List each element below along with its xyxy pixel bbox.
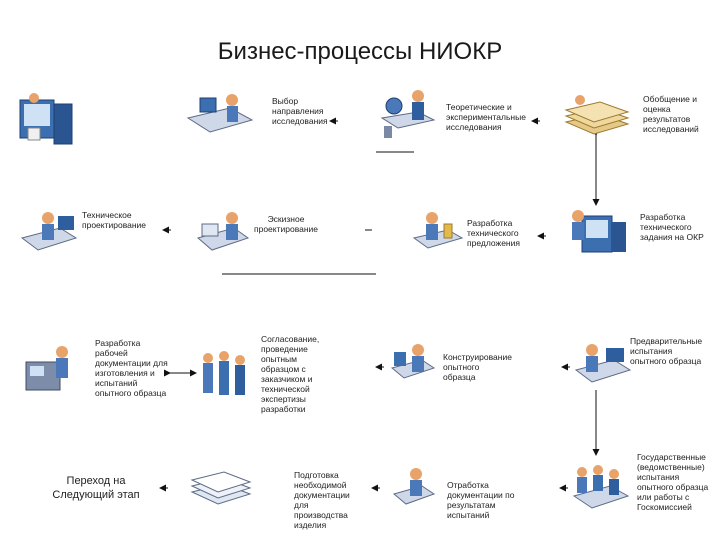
group-of-people-icon: [203, 351, 245, 395]
step-manufacture-label: Согласование, проведение опытным образцо…: [261, 334, 320, 414]
step-workdocs-label: Разработка рабочей документации для изго…: [95, 338, 168, 398]
constructor-desk-icon: [390, 344, 436, 379]
lab-microscope-person-icon: [380, 90, 436, 138]
step-tor-label: Разработка технического задания на ОКР: [640, 212, 704, 242]
documentation-pile-icon: [190, 471, 252, 505]
monitor-workstation-icon: [19, 93, 73, 145]
refinement-desk-icon: [392, 468, 436, 505]
office-desk-person-icon: [186, 94, 254, 133]
final-step-label: Переход на Следующий этап: [52, 475, 140, 501]
step-choice-label: Выбор направления исследования: [272, 96, 328, 126]
machine-operator-icon: [25, 346, 68, 391]
step-theory-label: Теоретические и экспериментальные исслед…: [446, 102, 526, 132]
step-pretest-label: Предварительные испытания опытного образ…: [630, 336, 703, 366]
step-construct-label: Конструирование опытного образца: [443, 352, 512, 382]
research-lab-person-icon: [412, 212, 464, 249]
blue-screen-person-icon: [572, 210, 626, 253]
document-stack-icon: [564, 95, 630, 135]
step-refine-label: Отработка документации по результатам ис…: [447, 480, 515, 520]
step-techproposal-label: Разработка технического предложения: [467, 218, 520, 248]
commission-meeting-icon: [572, 465, 630, 509]
drafting-person-icon: [20, 212, 78, 251]
step-statetest-label: Государственные (ведомственные) испытани…: [637, 452, 709, 512]
step-draft-label: Эскизное проектирование: [254, 214, 319, 234]
page-title: Бизнес-процессы НИОКР: [217, 38, 503, 65]
step-techdesign-label: Техническое проектирование: [82, 210, 147, 230]
testing-workstation-icon: [574, 344, 632, 383]
step-proddocs-label: Подготовка необходимой документации для …: [294, 470, 350, 530]
design-desk-person-icon: [196, 212, 250, 251]
step-summary-label: Обобщение и оценка результатов исследова…: [643, 94, 699, 134]
